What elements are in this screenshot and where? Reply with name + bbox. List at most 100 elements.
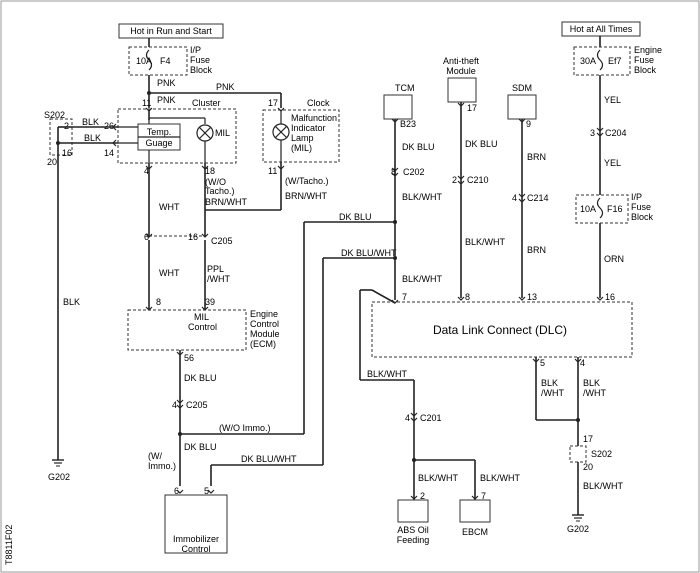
- pin-5b: 5: [540, 358, 545, 368]
- connector-chevron: [176, 404, 184, 409]
- fuse-ef7-name: Ef7: [608, 56, 622, 66]
- clock-mil-label-1: Malfunction: [291, 113, 337, 123]
- wire-label-blk-wht-2: BLK/WHT: [402, 274, 443, 284]
- wire-label-dk-blu-1: DK BLU: [339, 212, 372, 222]
- mil-indicator-lamp-icon: [272, 123, 290, 141]
- fuse-ef7-symbol: [596, 49, 604, 71]
- ip-fuse-block-label-2: Fuse: [190, 55, 210, 65]
- wire-label-yel-1: YEL: [604, 95, 621, 105]
- pin-4e: 4: [405, 413, 410, 423]
- wire-label-dk-blu-4: DK BLU: [184, 442, 217, 452]
- fuse-f16-rating: 10A: [580, 204, 596, 214]
- pin-4a: 4: [144, 166, 149, 176]
- pin-11a: 11: [142, 98, 151, 108]
- ip-fuse-block2-label-3: Block: [631, 212, 654, 222]
- header-hot-run-start: Hot in Run and Start: [130, 26, 212, 36]
- connector-chevron: [410, 412, 418, 417]
- cluster-label: Cluster: [192, 98, 221, 108]
- header-box-run-start: [118, 23, 224, 39]
- pin-6b: 6: [174, 486, 179, 496]
- clock-mil-label-3: Lamp: [291, 133, 314, 143]
- pin-9: 9: [526, 119, 531, 129]
- wire-label-blk-wht-8-1: BLK: [541, 378, 558, 388]
- wire-label-dk-blu-2: DK BLU: [402, 142, 435, 152]
- splice-dot: [393, 220, 397, 224]
- engine-fuse-label-2: Fuse: [634, 55, 654, 65]
- fuse-f4-symbol: [145, 49, 153, 71]
- connector-chevron: [391, 172, 399, 177]
- abs-label-2: Feeding: [397, 535, 430, 545]
- connector-chevron: [471, 495, 479, 500]
- wire-label-blk-wht-8-2: /WHT: [541, 388, 564, 398]
- splice-dot: [393, 256, 397, 260]
- anti-theft-label-1: Anti-theft: [443, 56, 480, 66]
- ground-g202-left-label: G202: [48, 472, 70, 482]
- ebcm-box: [459, 499, 491, 523]
- wire-label-pnk-2: PNK: [216, 82, 235, 92]
- pin-8b: 8: [391, 167, 396, 177]
- pin-56: 56: [184, 353, 194, 363]
- wire-label-blk-wht-5: BLK/WHT: [480, 473, 521, 483]
- ip-fuse-block2-label-2: Fuse: [631, 202, 651, 212]
- clock-mil-label-2: Indicator: [291, 123, 326, 133]
- tcm-label: TCM: [395, 83, 415, 93]
- anti-theft-box: [447, 77, 477, 103]
- connector-chevron: [207, 489, 215, 494]
- ecm-label-2: Control: [250, 319, 279, 329]
- fuse-ef7-rating: 30A: [580, 56, 596, 66]
- wire-label-w-immo-2: Immo.): [148, 461, 176, 471]
- connector-c210: C210: [467, 175, 489, 185]
- mil-lamp-icon: [196, 124, 214, 142]
- ecm-box: [127, 309, 247, 351]
- connector-chevron: [596, 132, 604, 137]
- clock-label: Clock: [307, 98, 330, 108]
- wire-label-blk-wht-6: BLK/WHT: [465, 237, 506, 247]
- splice-dot: [576, 418, 580, 422]
- wire-label-ppl-wht-2: /WHT: [207, 274, 230, 284]
- connector-c204: C204: [605, 128, 627, 138]
- temp-gauge-label-1: Temp.: [147, 127, 172, 137]
- wire-label-ppl-wht-1: PPL: [207, 264, 224, 274]
- connector-c201: C201: [420, 413, 442, 423]
- connector-chevron: [518, 193, 526, 198]
- pin-2b: 2: [452, 175, 457, 185]
- fuse-f16-name: F16: [607, 204, 623, 214]
- splice-dot: [56, 141, 60, 145]
- engine-fuse-label-3: Block: [634, 65, 657, 75]
- splice-s202-right-label: S202: [591, 449, 612, 459]
- fuse-block-ip-f16: [575, 194, 629, 224]
- pin-2c: 2: [420, 491, 425, 501]
- pin-8a: 8: [156, 297, 161, 307]
- wire-label-blk-wht-3: BLK/WHT: [367, 369, 408, 379]
- fuse-f4-name: F4: [160, 56, 171, 66]
- side-code-label: T8811F02: [4, 525, 14, 565]
- pin-4c: 4: [512, 193, 517, 203]
- mil-label: MIL: [215, 128, 230, 138]
- wire-label-orn: ORN: [604, 254, 624, 264]
- connector-chevron: [410, 417, 418, 422]
- wire-label-w-immo-1: (W/: [148, 451, 162, 461]
- connector-chevron: [201, 233, 209, 238]
- sdm-label: SDM: [512, 83, 532, 93]
- wire-label-wht-1: WHT: [159, 202, 180, 212]
- connector-chevron: [112, 139, 117, 147]
- pin-14: 14: [104, 148, 114, 158]
- wire-label-pnk-3: PNK: [157, 95, 176, 105]
- header-hot-all-times: Hot at All Times: [570, 24, 633, 34]
- ecm-control-label: Control: [188, 322, 217, 332]
- pin-4d: 4: [580, 358, 585, 368]
- wire-label-blk-wht-1: BLK/WHT: [402, 192, 443, 202]
- pin-3: 3: [590, 128, 595, 138]
- wire-label-dk-blu-5: DK BLU: [465, 139, 498, 149]
- wire-label-brn-wht-1: BRN/WHT: [205, 197, 247, 207]
- pin-16b: 16: [188, 232, 198, 242]
- ebcm-label: EBCM: [462, 527, 488, 537]
- pin-16a: 16: [62, 148, 72, 158]
- pin-8c: 8: [465, 292, 470, 302]
- ecm-label-4: (ECM): [250, 339, 276, 349]
- immobilizer-label-1: Immobilizer: [173, 534, 219, 544]
- pin-6a: 6: [144, 232, 149, 242]
- splice-s202-right-box: [569, 445, 587, 463]
- dlc-box: [371, 301, 633, 358]
- wire-label-wo-tacho-2: Tacho.): [205, 186, 235, 196]
